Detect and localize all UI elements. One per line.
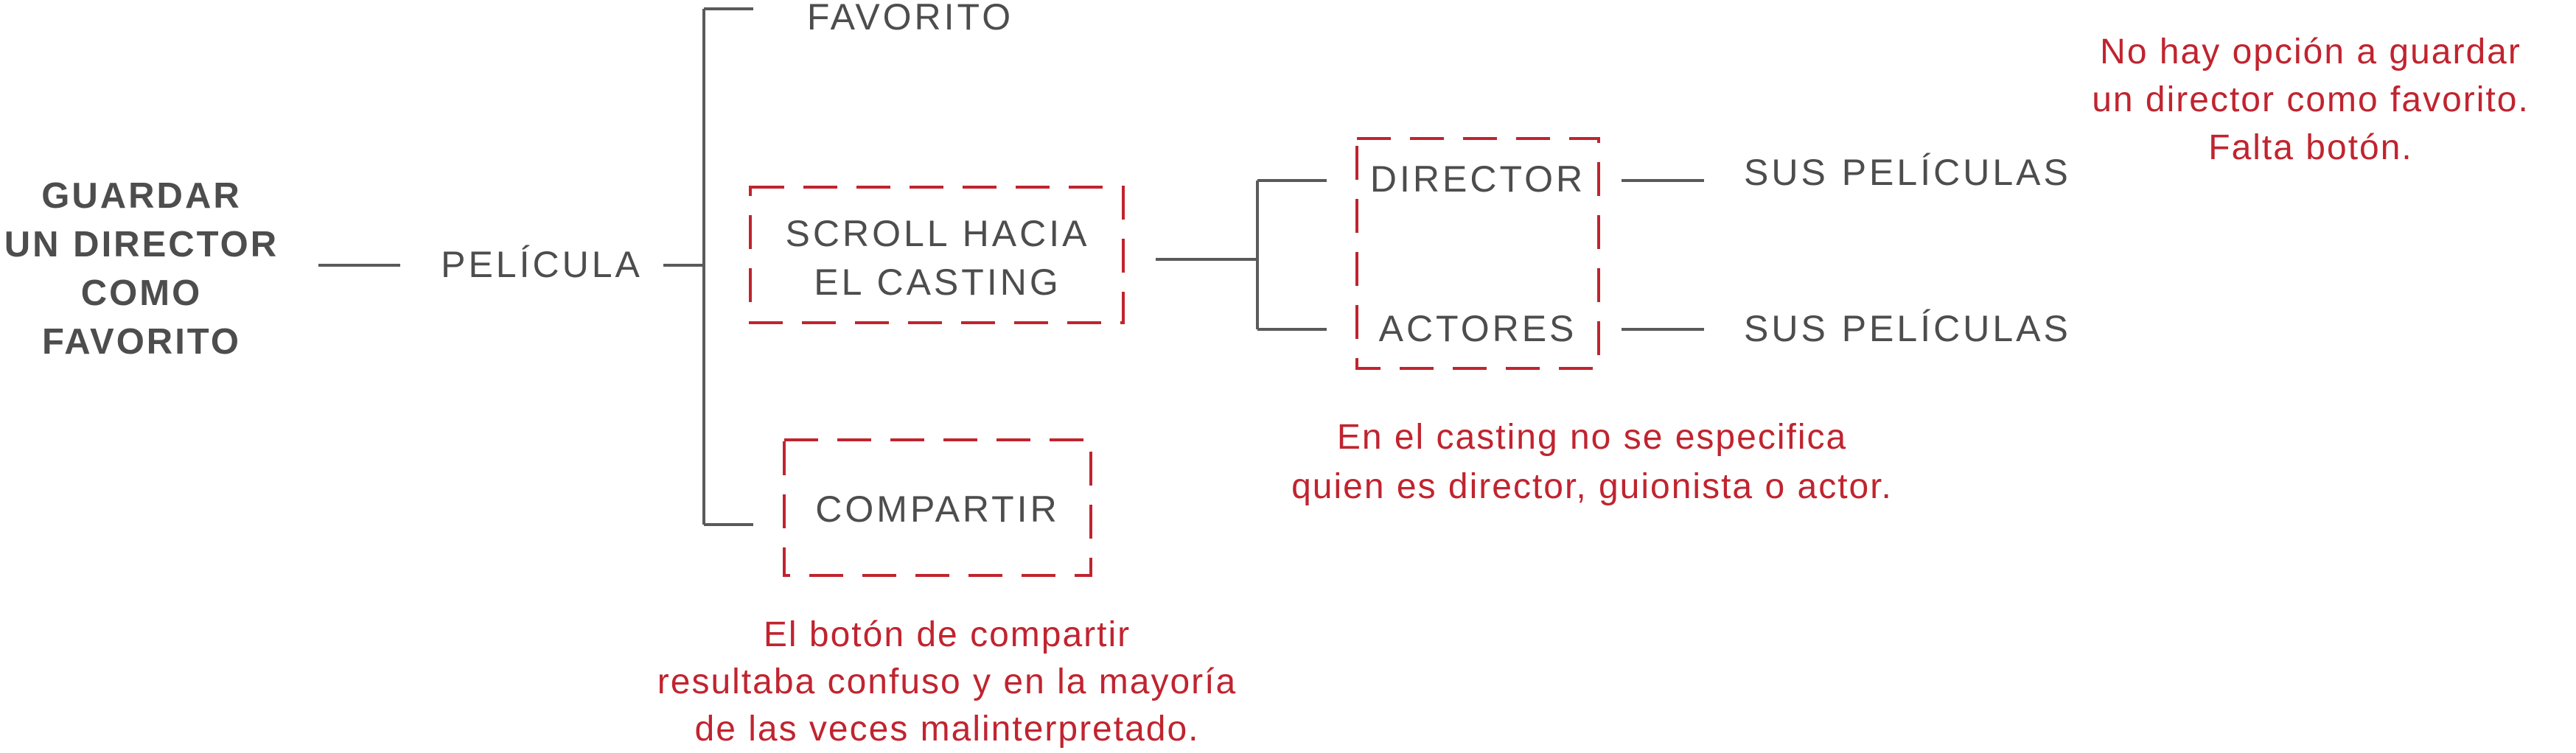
node-favorito: FAVORITO (806, 0, 1014, 38)
node-compartir: COMPARTIR (815, 488, 1060, 530)
node-actores: ACTORES (1378, 308, 1577, 349)
node-root-line-1: GUARDAR (41, 176, 242, 216)
node-root: GUARDAR UN DIRECTOR COMO FAVORITO (0, 172, 283, 366)
note-casting-unspecified: En el casting no se especifica quien es … (1246, 413, 1938, 511)
node-pelicula: PELÍCULA (441, 244, 643, 285)
node-root-line-3: COMO (80, 273, 203, 313)
node-scroll-line-1: SCROLL HACIA (785, 213, 1090, 254)
note-share-line-1: El botón de compartir (763, 615, 1131, 654)
node-sus-peliculas-actores: SUS PELÍCULAS (1744, 308, 2071, 349)
note-share-line-3: de las veces malinterpretado. (694, 710, 1200, 749)
note-casting-line-2: quien es director, guionista o actor. (1291, 467, 1893, 506)
note-favorite-line-1: No hay opción a guardar (2100, 32, 2521, 71)
highlight-box-compartir (783, 438, 1092, 577)
node-scroll-line-2: EL CASTING (814, 262, 1061, 303)
note-casting-line-1: En el casting no se especifica (1336, 418, 1848, 457)
highlight-boxes (749, 137, 1600, 577)
note-favorite-line-3: Falta botón. (2208, 128, 2413, 167)
highlight-box-scroll (749, 186, 1125, 324)
connectors (318, 7, 1704, 526)
note-favorite-line-2: un director como favorito. (2092, 80, 2530, 119)
node-sus-peliculas-director: SUS PELÍCULAS (1744, 152, 2071, 193)
node-director: DIRECTOR (1369, 158, 1586, 200)
highlight-box-casting (1355, 137, 1600, 370)
node-scroll-hacia-el-casting: SCROLL HACIA EL CASTING (759, 209, 1116, 307)
note-share-confusing: El botón de compartir resultaba confuso … (604, 612, 1290, 753)
node-root-line-2: UN DIRECTOR (4, 225, 279, 265)
node-root-line-4: FAVORITO (42, 322, 241, 362)
note-favorite-missing: No hay opción a guardar un director como… (2056, 28, 2565, 172)
note-share-line-2: resultaba confuso y en la mayoría (657, 662, 1238, 701)
